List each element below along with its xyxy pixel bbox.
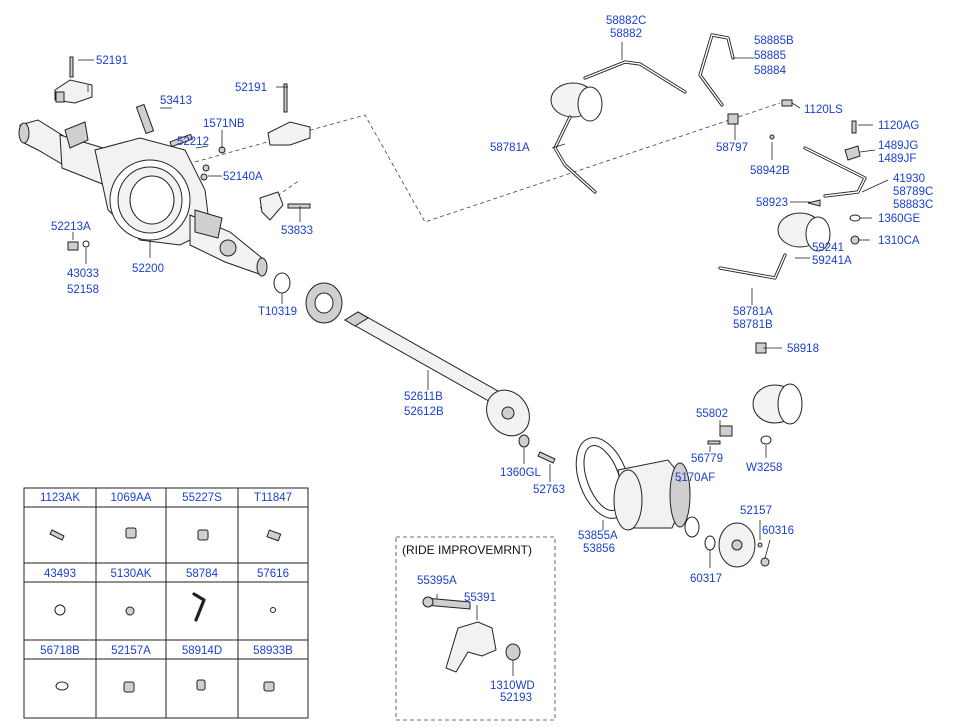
spring-seat-drawings — [54, 56, 311, 251]
callout-52611B[interactable]: 52611B 52612B — [404, 391, 446, 418]
callout-41930[interactable]: 41930 58789C 58883C — [893, 173, 937, 211]
callout-1120AG[interactable]: 1120AG — [878, 120, 919, 132]
callout-1571NB[interactable]: 1571NB — [203, 118, 245, 130]
table-cell-label: 58914D — [182, 645, 222, 657]
callout-55391[interactable]: 55391 — [464, 592, 496, 604]
callout-58942B[interactable]: 58942B — [750, 165, 790, 177]
table-headers: 1123AK 1069AA 55227S T11847 43493 5130AK… — [40, 492, 293, 657]
table-cell-label: 1123AK — [40, 492, 80, 504]
table-cell-label: 58933B — [253, 645, 293, 657]
callout-52200[interactable]: 52200 — [132, 263, 164, 275]
axle-shaft-drawing — [344, 311, 556, 464]
callout-53413[interactable]: 53413 — [160, 95, 192, 107]
leader-lines — [72, 42, 889, 676]
callout-58918[interactable]: 58918 — [787, 343, 819, 355]
callout-52213A[interactable]: 52213A — [51, 221, 91, 233]
axle-housing-drawing — [18, 119, 268, 277]
table-cell-label: 43493 — [44, 568, 76, 580]
callout-58781A[interactable]: 58781A — [490, 142, 530, 154]
callout-1360GE[interactable]: 1360GE — [878, 213, 921, 225]
callout-58923[interactable]: 58923 — [756, 197, 788, 209]
callout-59241[interactable]: 59241 59241A — [812, 242, 852, 267]
table-cell-label: 52157A — [111, 645, 151, 657]
brake-pipe-drawings — [553, 33, 867, 280]
callout-1310CA[interactable]: 1310CA — [878, 235, 920, 247]
callout-55395A[interactable]: 55395A — [417, 575, 457, 587]
callout-55802[interactable]: 55802 — [696, 408, 728, 420]
callout-labels: 52191 52191 53413 1571NB 52212 52140A 53… — [51, 15, 937, 704]
seal-bearing-drawings — [273, 272, 343, 324]
parts-table: 1123AK 1069AA 55227S T11847 43493 5130AK… — [23, 487, 309, 719]
callout-52191-b[interactable]: 52191 — [235, 82, 267, 94]
table-cell-label: 58784 — [186, 568, 219, 580]
ride-improvement-box: (RIDE IMPROVEMRNT) — [395, 536, 556, 721]
table-cell-label: 5130AK — [111, 568, 152, 580]
brake-drum-drawings — [575, 437, 770, 568]
callout-58882C[interactable]: 58882C 58882 — [606, 15, 650, 40]
callout-58885B[interactable]: 58885B 58885 58884 — [754, 35, 797, 77]
callout-53855A[interactable]: 53855A 53856 — [578, 530, 620, 555]
table-cell-label: 57616 — [257, 568, 289, 580]
callout-T10319[interactable]: T10319 — [258, 306, 297, 318]
callout-43033[interactable]: 43033 52158 — [67, 268, 102, 296]
callout-52191-a[interactable]: 52191 — [96, 55, 128, 67]
brake-chamber-drawings — [550, 82, 831, 445]
callout-1120LS[interactable]: 1120LS — [804, 104, 843, 116]
callout-5170AF[interactable]: 5170AF — [675, 472, 715, 484]
table-cell-label: 55227S — [182, 492, 222, 504]
callout-52157[interactable]: 52157 — [740, 505, 772, 517]
callout-52763[interactable]: 52763 — [533, 484, 565, 496]
callout-56779[interactable]: 56779 — [691, 453, 723, 465]
callout-52140A[interactable]: 52140A — [223, 171, 263, 183]
table-part-icons — [49, 527, 282, 693]
table-cell-label: T11847 — [254, 492, 292, 504]
callout-60317[interactable]: 60317 — [690, 573, 722, 585]
callout-1360GL[interactable]: 1360GL — [500, 467, 542, 479]
callout-53833[interactable]: 53833 — [281, 225, 313, 237]
callout-W3258[interactable]: W3258 — [746, 462, 782, 474]
table-cell-label: 1069AA — [111, 492, 152, 504]
table-cell-label: 56718B — [40, 645, 80, 657]
callout-58797[interactable]: 58797 — [716, 142, 748, 154]
callout-52212[interactable]: 52212 — [177, 136, 209, 148]
callout-60316[interactable]: 60316 — [762, 525, 794, 537]
ride-box-title: (RIDE IMPROVEMRNT) — [402, 543, 532, 557]
callout-1489JG[interactable]: 1489JG 1489JF — [878, 140, 921, 165]
callout-58781A-B[interactable]: 58781A 58781B — [733, 306, 775, 331]
callout-1310WD[interactable]: 1310WD 52193 — [490, 680, 538, 704]
